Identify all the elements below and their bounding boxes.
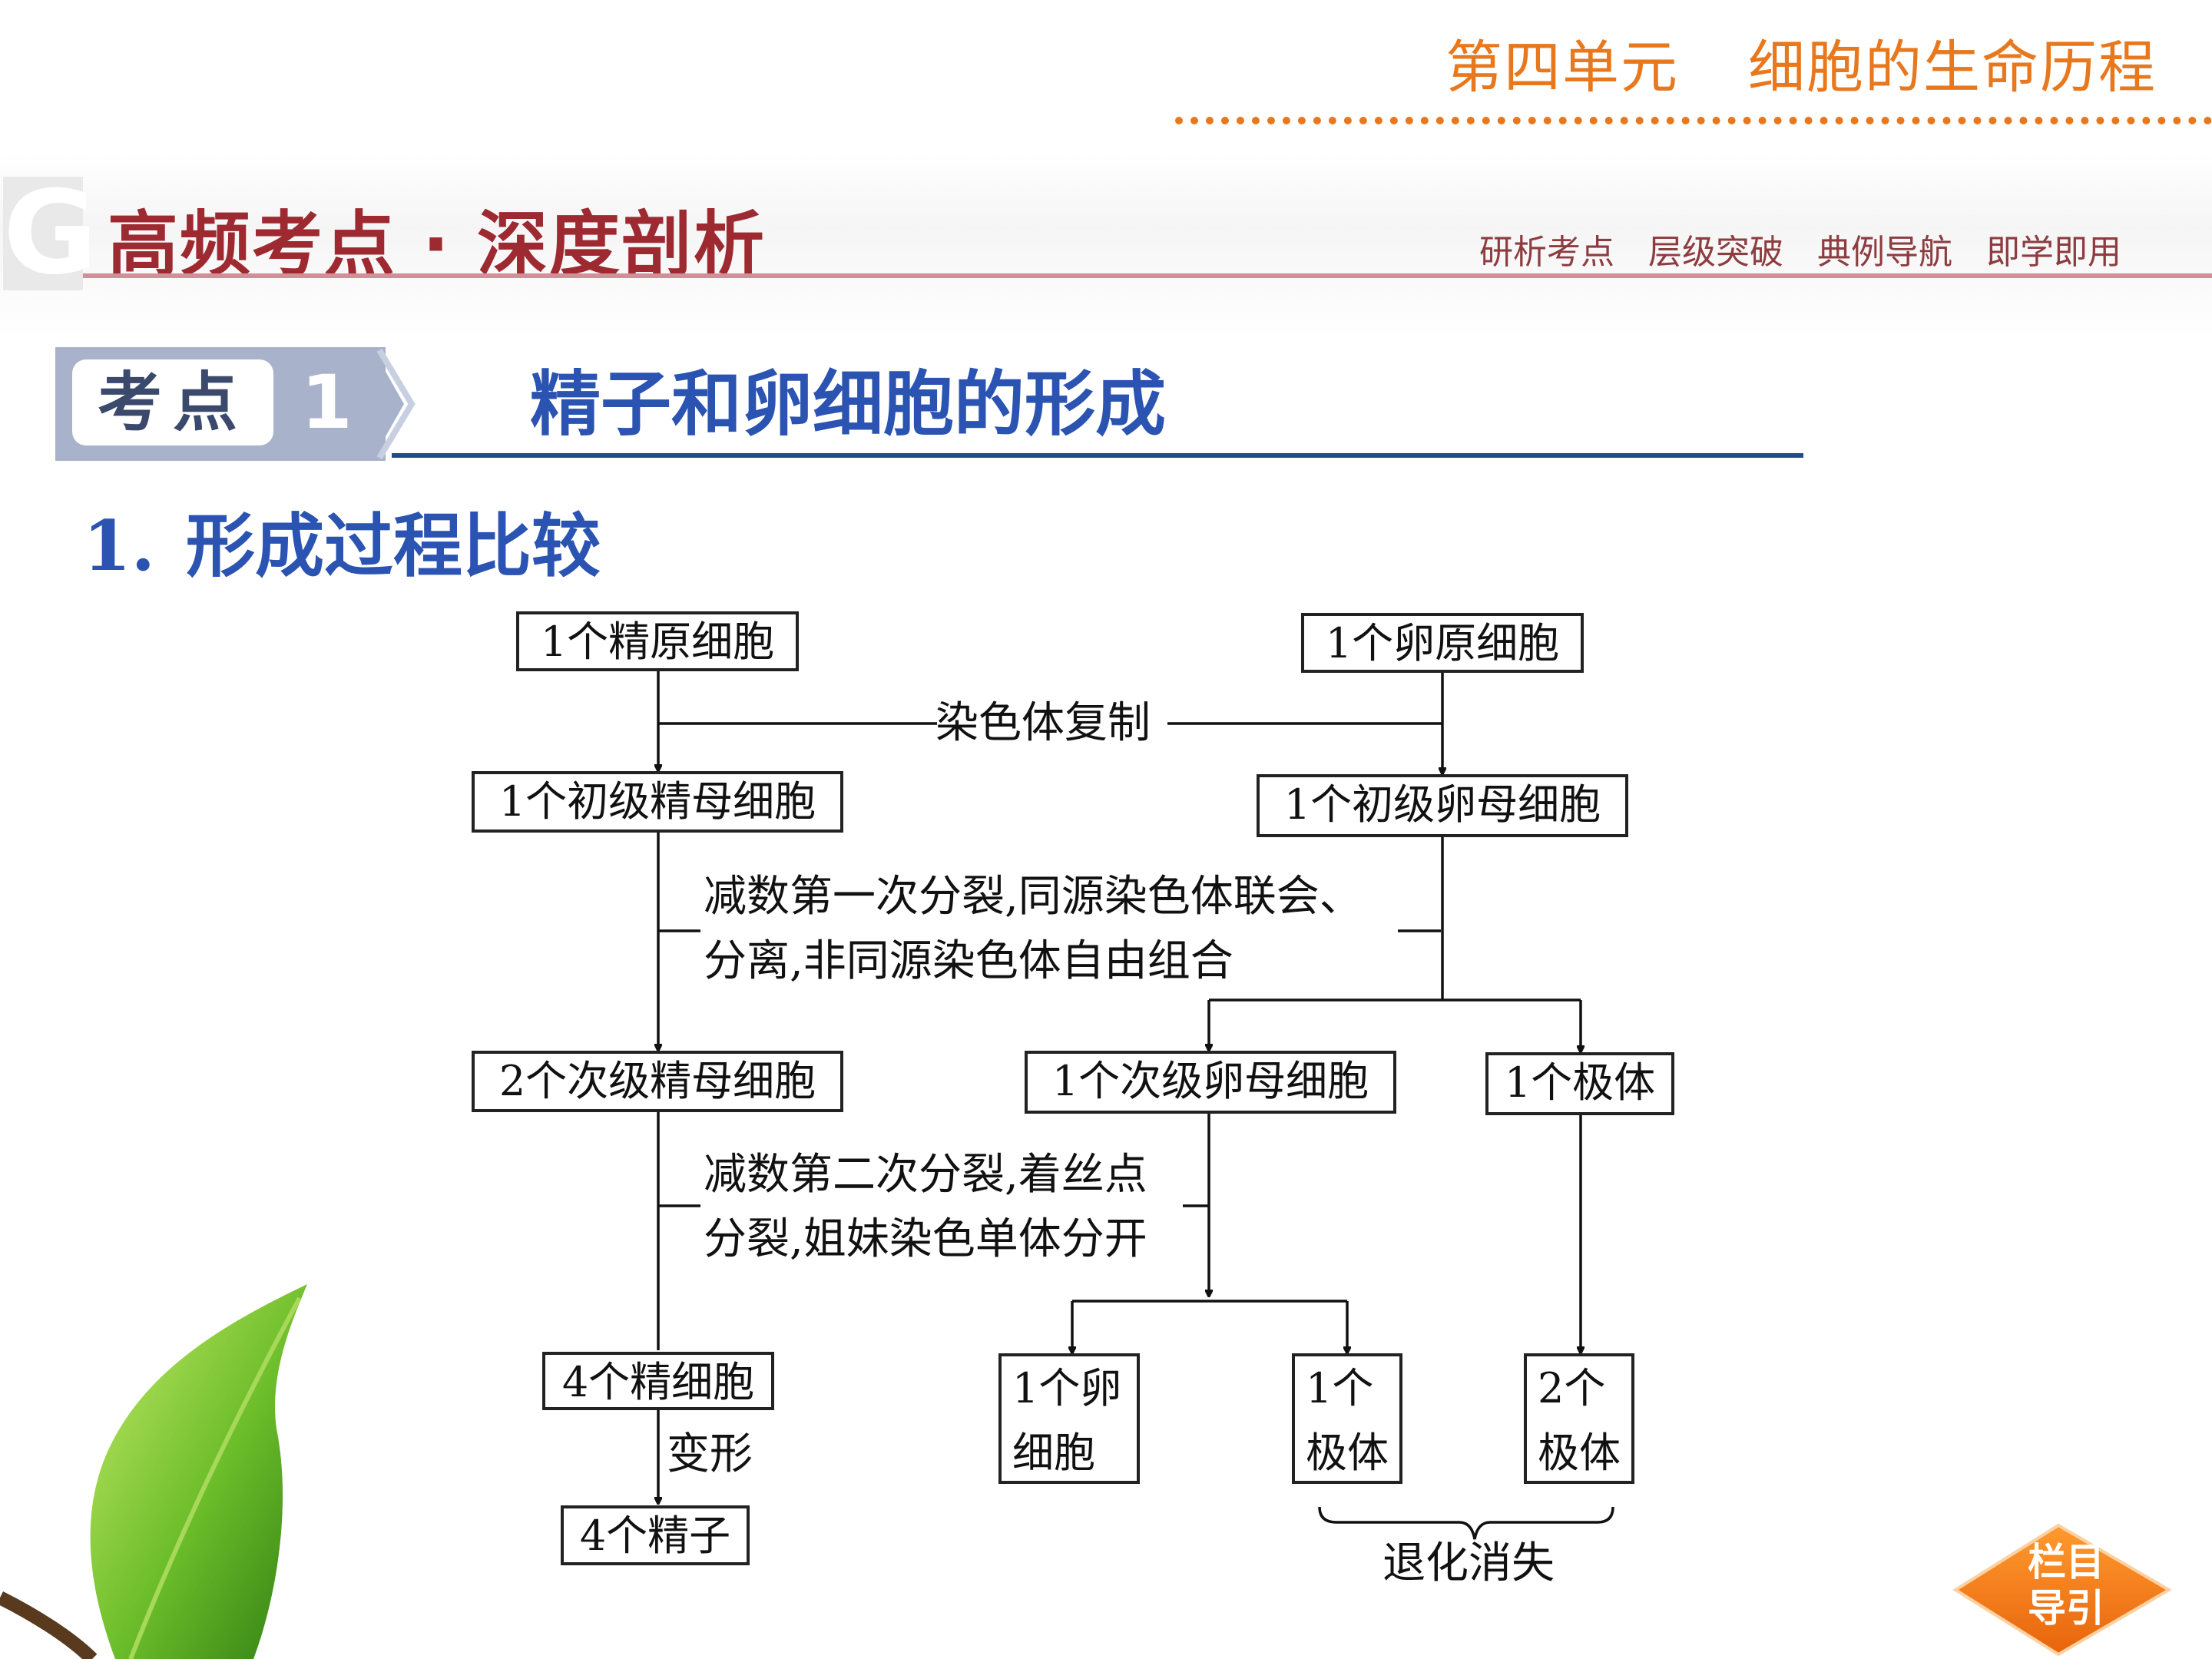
node-egg-line1: 1个卵: [1012, 1364, 1122, 1412]
label-replication: 染色体复制: [935, 698, 1151, 748]
node-secondary-spermatocytes: 2个次级精母细胞: [472, 1051, 843, 1112]
section-band: [0, 154, 2212, 338]
node-egg-origin: 1个卵原细胞: [1301, 613, 1584, 673]
node-egg-line2: 细胞: [1012, 1429, 1095, 1477]
topic-underline: [392, 453, 1803, 458]
node-spermatids: 4个精细胞: [542, 1352, 774, 1410]
node-polar-body-1: 1个极体: [1485, 1052, 1674, 1115]
topic-badge-number: 1: [301, 359, 353, 445]
node-primary-spermatocyte: 1个初级精母细胞: [472, 771, 843, 833]
subtitle-item-1: 研析考点: [1479, 233, 1614, 272]
node-polar-body-3: 2个 极体: [1524, 1353, 1634, 1484]
nav-button[interactable]: [1951, 1521, 2174, 1659]
node-polar-body-2: 1个 极体: [1292, 1353, 1402, 1484]
section-divider: [83, 273, 2212, 278]
label-meiosis2-line2: 分裂,姐妹染色单体分开: [704, 1214, 1147, 1264]
unit-label: 第四单元: [1445, 35, 1679, 101]
node-polar-body-3-line2: 极体: [1538, 1429, 1621, 1477]
subtitle-item-3: 典例导航: [1817, 233, 1952, 272]
node-sperm: 4个精子: [561, 1505, 750, 1565]
unit-title: 第四单元 细胞的生命历程: [1445, 22, 2157, 104]
label-transform: 变形: [667, 1429, 753, 1479]
section-subtitle: 研析考点 层级突破 典例导航 即学即用: [1456, 224, 2121, 273]
section-title: 高频考点 · 深度剖析: [108, 204, 767, 286]
nav-button-label[interactable]: 栏目 导引: [1989, 1539, 2143, 1631]
topic-title: 精子和卵细胞的形成: [530, 363, 1167, 445]
subsection-text: 形成过程比较: [185, 505, 601, 587]
node-egg: 1个卵 细胞: [998, 1353, 1140, 1484]
node-sperm-origin: 1个精原细胞: [516, 611, 799, 671]
section-badge: G: [3, 167, 98, 300]
nav-line2[interactable]: 导引: [2028, 1586, 2104, 1631]
subsection-title: 1. 形成过程比较: [83, 490, 601, 590]
node-polar-body-2-line2: 极体: [1306, 1429, 1389, 1477]
label-degenerate: 退化消失: [1382, 1538, 1555, 1588]
nav-line1[interactable]: 栏目: [2028, 1540, 2104, 1584]
node-polar-body-3-line1: 2个: [1538, 1364, 1606, 1412]
subtitle-item-2: 层级突破: [1648, 233, 1783, 272]
chevron-right-icon: [344, 347, 416, 461]
subtitle-item-4: 即学即用: [1986, 233, 2121, 272]
node-secondary-oocyte: 1个次级卵母细胞: [1025, 1051, 1396, 1114]
chapter-title: 细胞的生命历程: [1748, 35, 2157, 101]
label-meiosis1-line1: 减数第一次分裂,同源染色体联会、: [704, 872, 1363, 922]
label-meiosis1-line2: 分离,非同源染色体自由组合: [704, 936, 1233, 986]
node-primary-oocyte: 1个初级卵母细胞: [1257, 774, 1628, 837]
leaf-decoration: [0, 1284, 307, 1659]
label-meiosis2-line1: 减数第二次分裂,着丝点: [704, 1150, 1147, 1200]
topic-badge-label: 考点: [72, 359, 273, 445]
header-dotted-divider: [1175, 117, 2212, 124]
node-polar-body-2-line1: 1个: [1306, 1364, 1374, 1412]
subsection-number: 1.: [83, 505, 155, 587]
